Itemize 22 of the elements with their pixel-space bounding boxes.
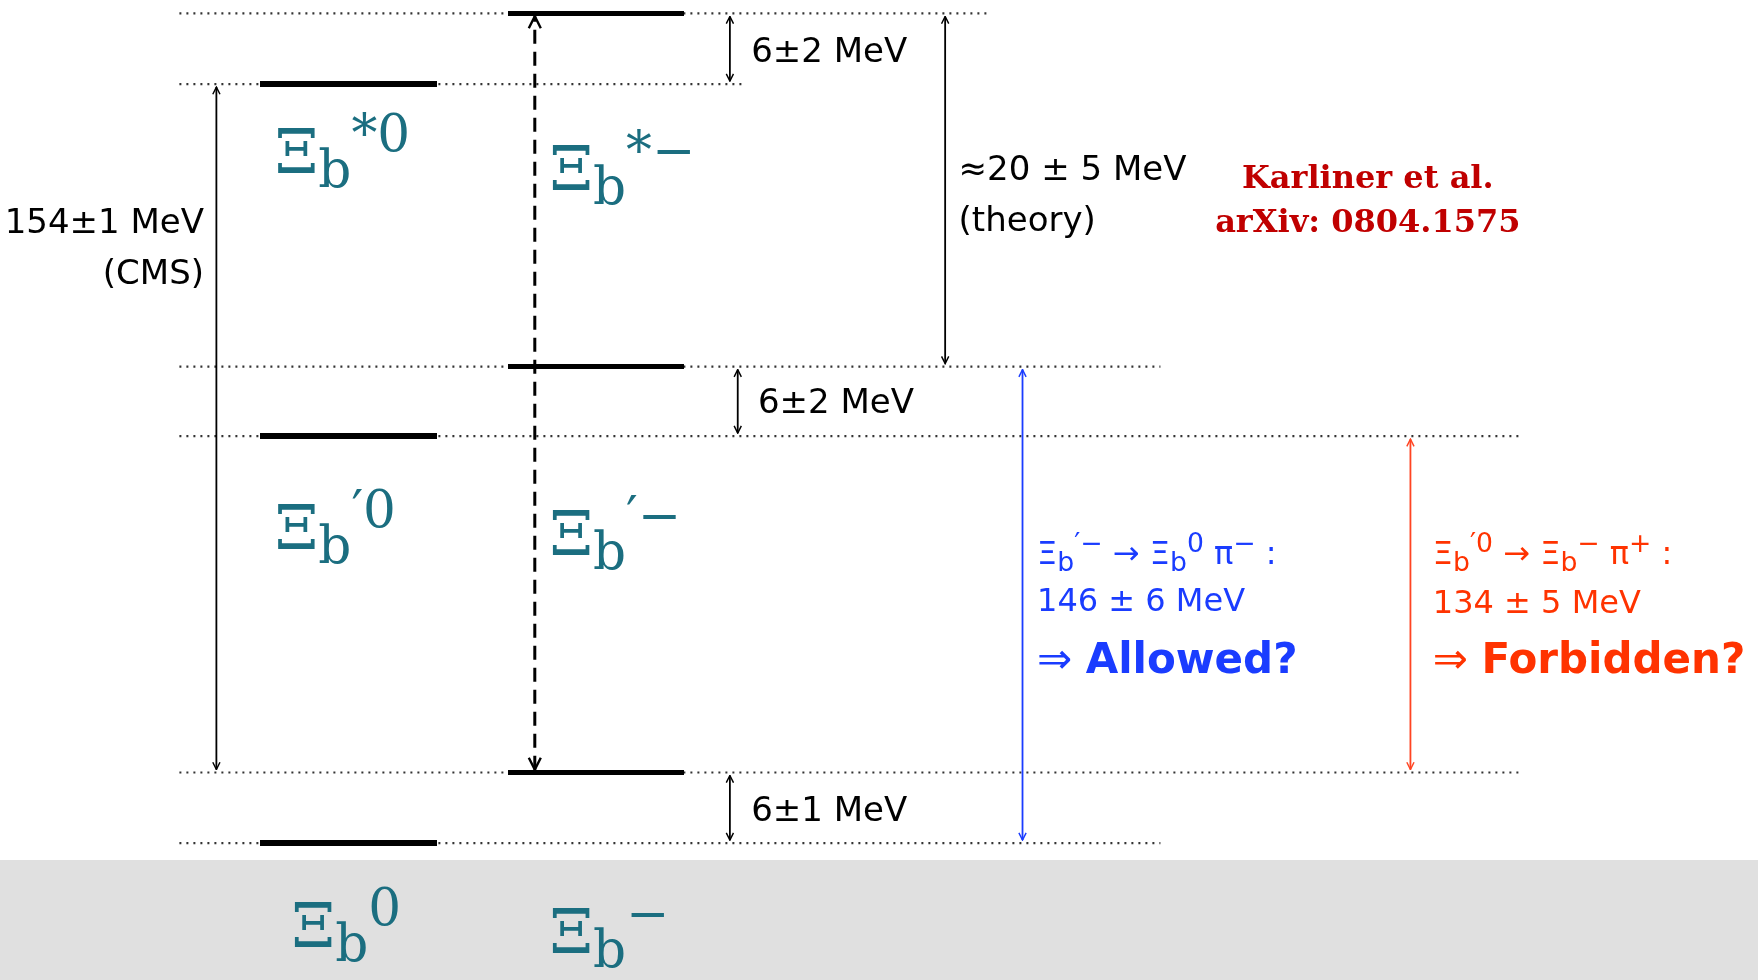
energy-level-bar <box>507 769 684 776</box>
decay-note: Ξ$_{b}$$^{′−}$ → Ξ$_{b}$$^{0}$ π$^{−}$ : <box>1037 526 1277 577</box>
reference-note: Karliner et al. <box>1242 158 1494 197</box>
energy-level-bar <box>260 81 438 87</box>
decay-note: ⇒ Forbidden? <box>1432 633 1746 683</box>
decay-note: Ξ$_{b}$$^{′0}$ → Ξ$_{b}$$^{−}$ π$^{+}$ : <box>1432 526 1673 577</box>
decay-note: ⇒ Allowed? <box>1037 633 1298 683</box>
decay-note: 134 ± 5 MeV <box>1432 583 1641 622</box>
arrow <box>527 15 542 771</box>
measurement-label: (CMS) <box>102 252 205 293</box>
measurement-label: (theory) <box>958 198 1096 239</box>
measurement-label: ≈20 ± 5 MeV <box>958 148 1187 189</box>
measurement-label: 154±1 MeV <box>4 200 205 241</box>
decay-note: 146 ± 6 MeV <box>1037 580 1246 619</box>
reference-note: arXiv: 0804.1575 <box>1215 201 1521 240</box>
energy-level-bar <box>260 433 438 439</box>
measurement-label: 6±1 MeV <box>751 789 908 830</box>
measurement-label: 6±2 MeV <box>751 30 908 71</box>
energy-level-bar <box>507 363 684 370</box>
measurement-label: 6±2 MeV <box>757 381 914 422</box>
energy-level-bar <box>507 10 684 17</box>
energy-level-bar <box>260 840 438 846</box>
